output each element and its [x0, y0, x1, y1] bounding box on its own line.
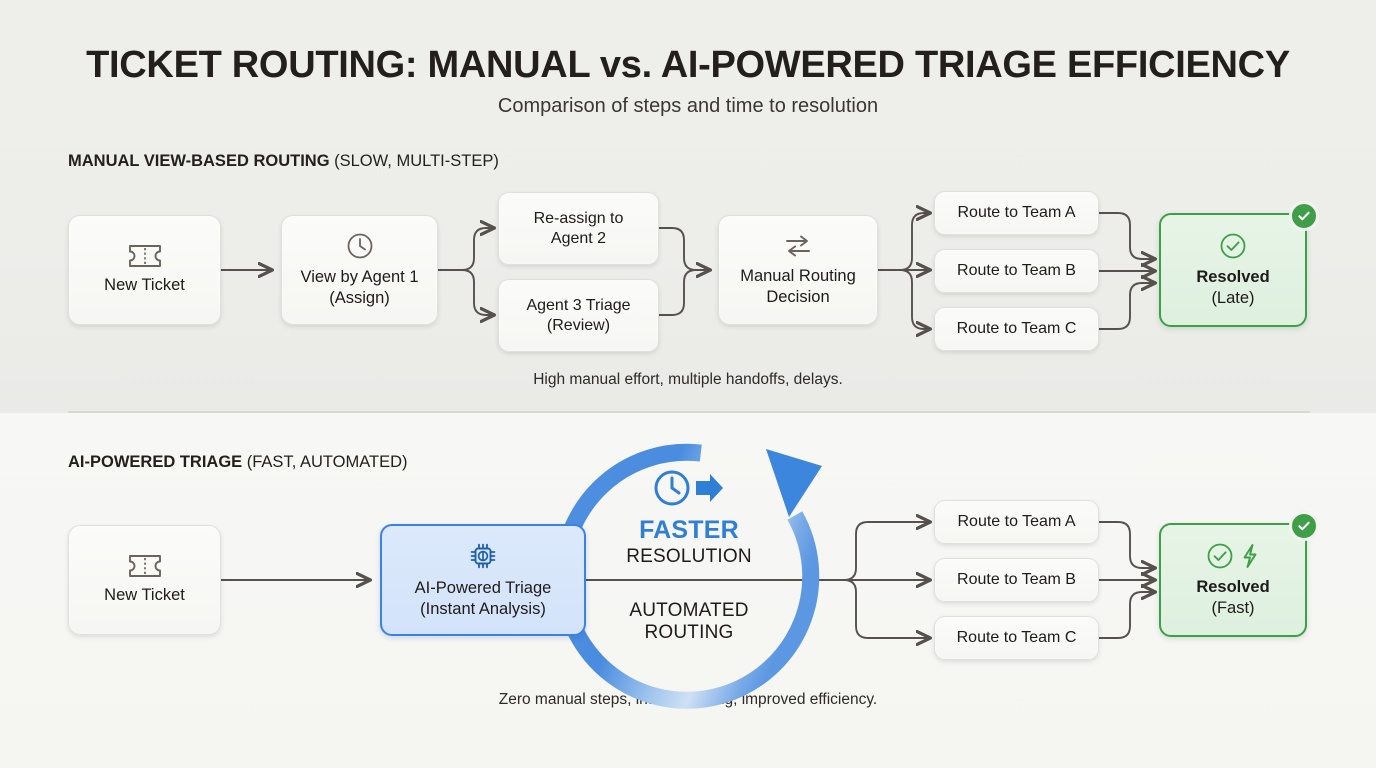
section-divider [68, 411, 1310, 413]
section-heading-manual-bold: MANUAL VIEW-BASED ROUTING [68, 152, 330, 170]
node-label: Route to Team B [957, 571, 1076, 589]
node-label-sub: (Instant Analysis) [420, 599, 546, 618]
node-reassign-agent-2[interactable]: Re-assign to Agent 2 [498, 192, 659, 265]
node-label-sub: (Review) [546, 316, 611, 334]
node-route-team-b-ai[interactable]: Route to Team B [934, 558, 1099, 602]
node-route-team-c-ai[interactable]: Route to Team C [934, 616, 1099, 660]
node-label-sub: (Assign) [329, 288, 390, 307]
node-label-main: Re-assign to [533, 209, 624, 227]
node-label-main: Manual Routing [740, 267, 856, 286]
manual-section-background [0, 0, 1376, 413]
check-badge-icon [1289, 201, 1319, 231]
node-label-main: Resolved [1196, 578, 1270, 597]
node-label: New Ticket [104, 276, 185, 295]
node-label: Route to Team A [957, 204, 1076, 222]
caption-ai: Zero manual steps, instant routing, impr… [498, 691, 878, 708]
ticket-icon [128, 244, 162, 268]
node-label-main: View by Agent 1 [300, 268, 419, 287]
circle-text-routing: ROUTING [644, 622, 734, 643]
node-agent-3-triage[interactable]: Agent 3 Triage (Review) [498, 279, 659, 352]
node-label: Route to Team C [956, 629, 1077, 647]
node-label: Manual Routing Decision [740, 266, 856, 306]
node-label: Route to Team C [956, 320, 1077, 338]
circle-text-automated: AUTOMATED [629, 600, 749, 621]
page-title: TICKET ROUTING: MANUAL vs. AI-POWERED TR… [86, 44, 1290, 86]
check-badge-icon [1289, 511, 1319, 541]
node-label-sub: Agent 2 [550, 229, 607, 247]
section-heading-ai: AI-POWERED TRIAGE (FAST, AUTOMATED) [68, 453, 408, 472]
node-new-ticket-manual[interactable]: New Ticket [68, 215, 221, 325]
check-circle-icon [1206, 542, 1234, 570]
node-route-team-c-manual[interactable]: Route to Team C [934, 307, 1099, 351]
node-manual-routing-decision[interactable]: Manual Routing Decision [718, 215, 878, 325]
node-label-main: AI-Powered Triage [414, 579, 552, 598]
clock-icon [346, 232, 374, 260]
circle-text-resolution: RESOLUTION [626, 546, 752, 567]
section-heading-manual-regular: (SLOW, MULTI-STEP) [334, 152, 499, 170]
section-heading-ai-bold: AI-POWERED TRIAGE [68, 453, 243, 471]
cpu-chip-icon [468, 541, 498, 571]
section-heading-manual: MANUAL VIEW-BASED ROUTING (SLOW, MULTI-S… [68, 152, 499, 171]
node-label: Resolved (Fast) [1196, 577, 1269, 617]
node-route-team-a-ai[interactable]: Route to Team A [934, 500, 1099, 544]
ticket-icon [128, 554, 162, 578]
node-resolved-late[interactable]: Resolved (Late) [1159, 201, 1319, 327]
node-label: Re-assign to Agent 2 [534, 209, 624, 248]
clock-forward-icon [650, 468, 730, 513]
node-label: New Ticket [104, 586, 185, 605]
section-heading-ai-regular: (FAST, AUTOMATED) [246, 453, 408, 471]
node-label: AI-Powered Triage (Instant Analysis) [415, 578, 552, 618]
node-label-main: Resolved [1196, 268, 1270, 287]
node-label: Agent 3 Triage (Review) [526, 296, 630, 335]
page-subtitle: Comparison of steps and time to resoluti… [497, 95, 879, 117]
node-label-sub: (Fast) [1211, 598, 1255, 617]
node-label: Route to Team B [957, 262, 1076, 280]
node-ai-powered-triage[interactable]: AI-Powered Triage (Instant Analysis) [380, 524, 586, 636]
caption-manual: High manual effort, multiple handoffs, d… [533, 371, 843, 388]
check-circle-icon [1219, 232, 1247, 260]
resolved-fast-icons [1206, 542, 1260, 570]
node-label: View by Agent 1 (Assign) [300, 267, 418, 307]
node-route-team-b-manual[interactable]: Route to Team B [934, 249, 1099, 293]
node-label-main: Agent 3 Triage [526, 296, 631, 314]
node-label: Resolved (Late) [1196, 267, 1269, 307]
node-view-by-agent-1[interactable]: View by Agent 1 (Assign) [281, 215, 438, 325]
node-label: Route to Team A [957, 513, 1076, 531]
node-label-sub: (Late) [1211, 288, 1255, 307]
swap-arrows-icon [782, 233, 814, 259]
node-route-team-a-manual[interactable]: Route to Team A [934, 191, 1099, 235]
circle-text-faster: FASTER [639, 516, 739, 544]
node-resolved-fast[interactable]: Resolved (Fast) [1159, 511, 1319, 637]
node-new-ticket-ai[interactable]: New Ticket [68, 525, 221, 635]
node-label-sub: Decision [766, 287, 830, 306]
lightning-bolt-icon [1240, 542, 1260, 570]
